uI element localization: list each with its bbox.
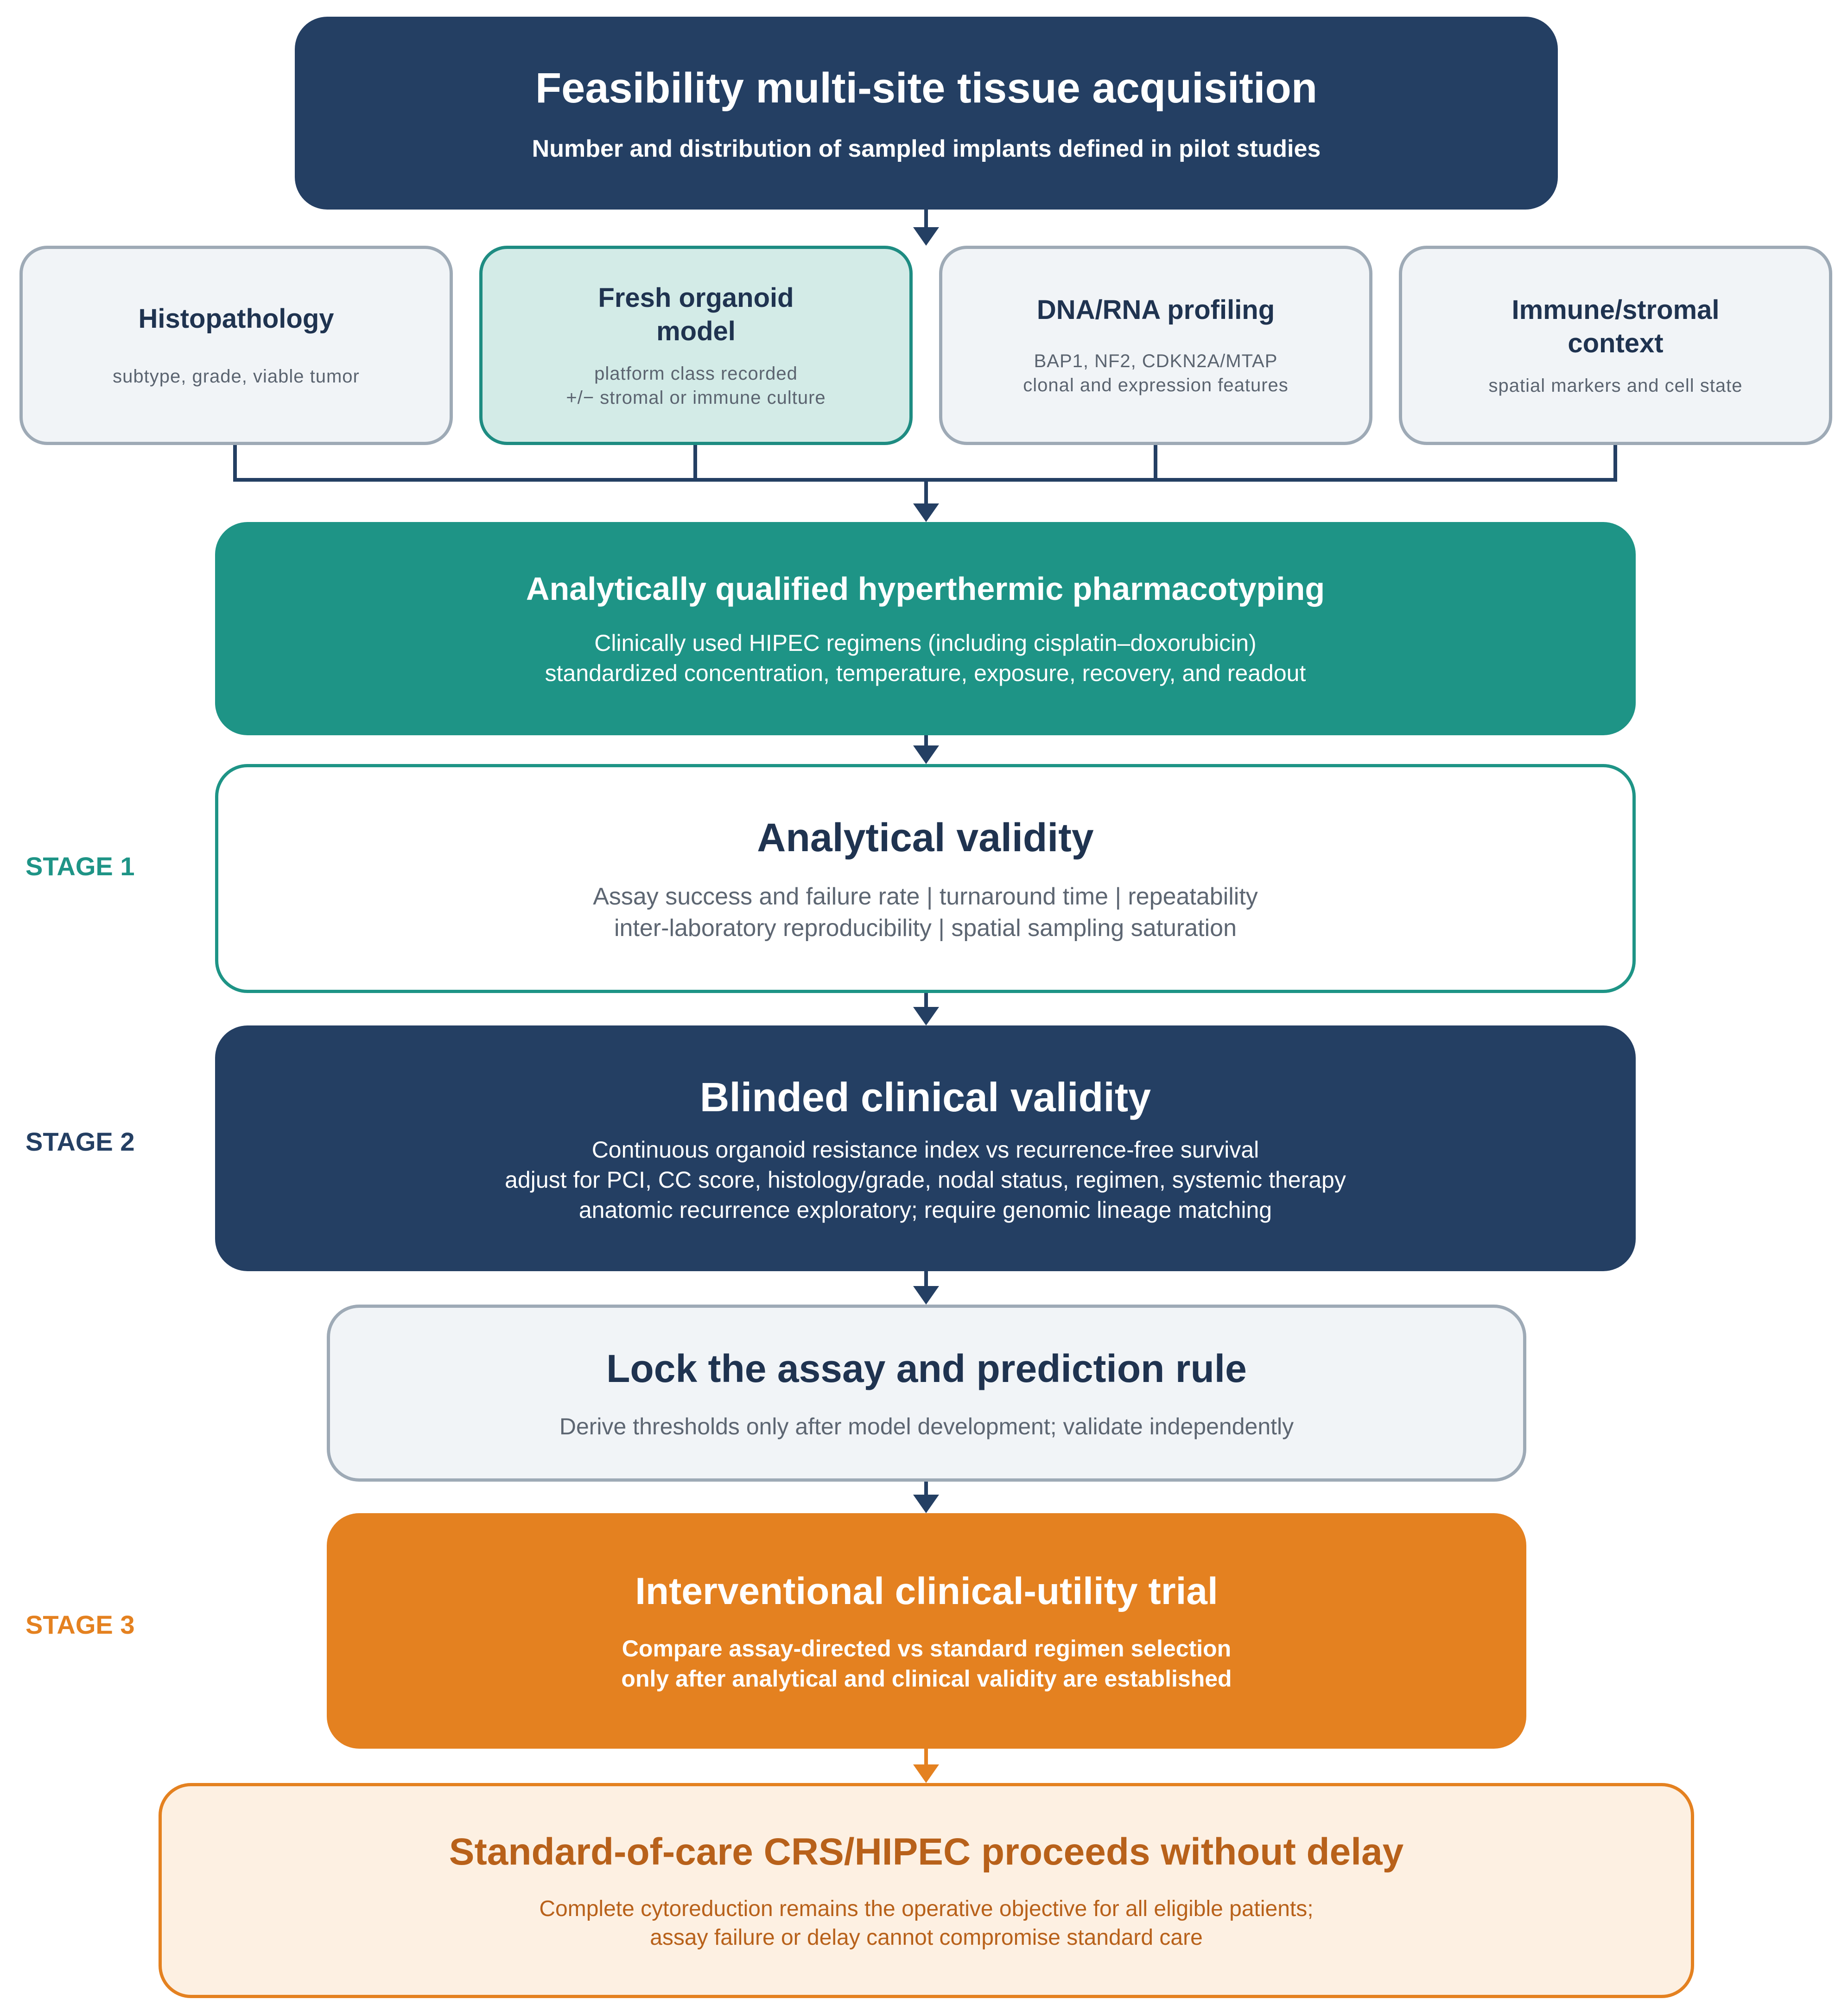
standard-of-care-title: Standard-of-care CRS/HIPEC proceeds with… [449, 1831, 1404, 1873]
arrow-head [913, 1007, 939, 1025]
clinical-validity-title: Blinded clinical validity [699, 1074, 1151, 1120]
clinical-utility-trial-box: Interventional clinical-utility trial Co… [327, 1513, 1526, 1749]
clinical-utility-trial-line: Compare assay-directed vs standard regim… [622, 1636, 1232, 1662]
stage-3-label: STAGE 3 [25, 1610, 135, 1639]
tissue-acquisition-subtitle: Number and distribution of sampled impla… [532, 135, 1321, 162]
lock-assay-title: Lock the assay and prediction rule [606, 1347, 1247, 1390]
clinical-validity-line: adjust for PCI, CC score, histology/grad… [505, 1166, 1346, 1193]
clinical-utility-trial-line: only after analytical and clinical valid… [621, 1666, 1232, 1692]
card-detail: platform class recorded [594, 363, 798, 384]
immune-stromal-card: Immune/stromal context spatial markers a… [1399, 246, 1832, 445]
arrow-head [913, 1764, 939, 1783]
stage-2-label: STAGE 2 [25, 1127, 135, 1156]
standard-of-care-line: Complete cytoreduction remains the opera… [539, 1896, 1314, 1921]
analytical-validity-title: Analytical validity [757, 815, 1094, 860]
standard-of-care-line: assay failure or delay cannot compromise… [650, 1925, 1203, 1950]
card-title: Fresh organoid [598, 282, 794, 313]
clinical-utility-trial-title: Interventional clinical-utility trial [635, 1570, 1218, 1612]
card-detail: subtype, grade, viable tumor [113, 366, 360, 387]
lock-assay-box: Lock the assay and prediction rule Deriv… [327, 1305, 1526, 1482]
clinical-validity-line: Continuous organoid resistance index vs … [591, 1136, 1259, 1163]
clinical-validity-line: anatomic recurrence exploratory; require… [578, 1197, 1272, 1223]
arrow-head [913, 227, 939, 246]
organoid-model-card: Fresh organoid model platform class reco… [479, 246, 913, 445]
pharmacotyping-line: Clinically used HIPEC regimens (includin… [594, 630, 1257, 656]
analytical-validity-line: inter-laboratory reproducibility | spati… [614, 914, 1237, 942]
stage-1-label: STAGE 1 [25, 852, 135, 881]
card-detail: spatial markers and cell state [1488, 375, 1743, 396]
lock-assay-subtitle: Derive thresholds only after model devel… [559, 1413, 1294, 1439]
pharmacotyping-line: standardized concentration, temperature,… [545, 660, 1306, 686]
card-detail: BAP1, NF2, CDKN2A/MTAP [1034, 351, 1278, 372]
dna-rna-profiling-card: DNA/RNA profiling BAP1, NF2, CDKN2A/MTAP… [939, 246, 1372, 445]
analytical-validity-box: Analytical validity Assay success and fa… [215, 764, 1636, 993]
card-title: context [1568, 328, 1664, 358]
card-detail: +/− stromal or immune culture [566, 387, 826, 408]
standard-of-care-box: Standard-of-care CRS/HIPEC proceeds with… [159, 1783, 1694, 1998]
card-title: Histopathology [138, 303, 334, 334]
analytical-validity-line: Assay success and failure rate | turnaro… [593, 883, 1258, 910]
arrow-head [913, 1286, 939, 1305]
card-detail: clonal and expression features [1023, 375, 1289, 396]
card-title: DNA/RNA profiling [1036, 294, 1275, 325]
tissue-acquisition-box: Feasibility multi-site tissue acquisitio… [295, 17, 1558, 210]
arrow-head [913, 745, 939, 764]
card-title: Immune/stromal [1511, 294, 1720, 325]
card-title: model [656, 316, 736, 346]
pharmacotyping-box: Analytically qualified hyperthermic phar… [215, 522, 1636, 735]
tissue-acquisition-title: Feasibility multi-site tissue acquisitio… [535, 64, 1318, 112]
clinical-validity-box: Blinded clinical validity Continuous org… [215, 1025, 1636, 1271]
histopathology-card: Histopathology subtype, grade, viable tu… [19, 246, 453, 445]
arrow-head [913, 503, 939, 522]
pharmacotyping-title: Analytically qualified hyperthermic phar… [526, 571, 1325, 607]
arrow-head [913, 1495, 939, 1513]
